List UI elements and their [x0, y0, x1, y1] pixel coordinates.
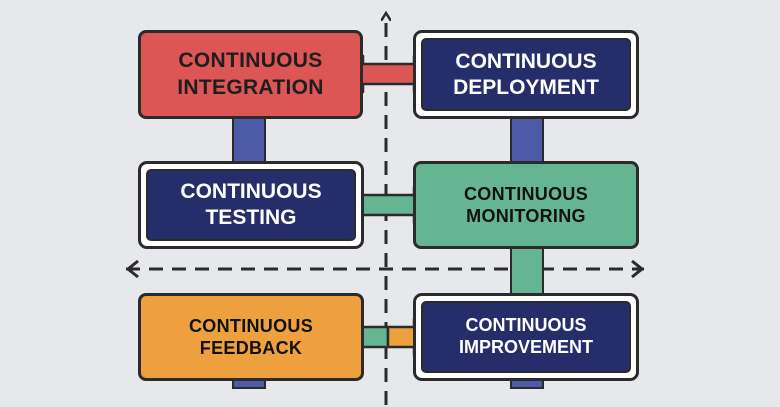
- continuous-feedback-line2: FEEDBACK: [199, 338, 303, 358]
- connector-deployment-monitoring: [510, 115, 544, 167]
- continuous-improvement-line1: CONTINUOUS: [465, 315, 587, 336]
- continuous-feedback-line1: CONTINUOUS: [189, 315, 313, 336]
- continuous-testing-line2: TESTING: [205, 206, 297, 229]
- box-continuous-monitoring: CONTINUOUS MONITORING: [413, 161, 639, 249]
- continuous-integration-line1: CONTINUOUS: [178, 49, 323, 73]
- continuous-deployment-line1: CONTINUOUS: [455, 49, 597, 73]
- continuous-deployment-panel: CONTINUOUS DEPLOYMENT: [421, 38, 631, 111]
- connector-monitoring-improvement: [510, 245, 544, 299]
- continuous-improvement-panel: CONTINUOUS IMPROVEMENT: [421, 301, 631, 373]
- horizontal-axis-right-head: [631, 259, 645, 279]
- continuous-testing-panel: CONTINUOUS TESTING: [146, 169, 356, 241]
- continuous-deployment-line2: DEPLOYMENT: [453, 75, 599, 99]
- box-continuous-integration: CONTINUOUS INTEGRATION: [138, 30, 363, 119]
- box-continuous-improvement: CONTINUOUS IMPROVEMENT: [413, 293, 639, 381]
- continuous-monitoring-line2: MONITORING: [466, 206, 586, 226]
- horizontal-axis-left-head: [125, 259, 139, 279]
- continuous-integration-line2: INTEGRATION: [177, 75, 324, 99]
- box-continuous-deployment: CONTINUOUS DEPLOYMENT: [413, 30, 639, 119]
- connector-integration-testing: [232, 115, 266, 167]
- box-continuous-testing: CONTINUOUS TESTING: [138, 161, 364, 249]
- continuous-improvement-line2: IMPROVEMENT: [458, 337, 593, 357]
- continuous-testing-line1: CONTINUOUS: [180, 180, 322, 204]
- box-continuous-feedback: CONTINUOUS FEEDBACK: [138, 293, 364, 381]
- continuous-monitoring-line1: CONTINUOUS: [464, 183, 588, 204]
